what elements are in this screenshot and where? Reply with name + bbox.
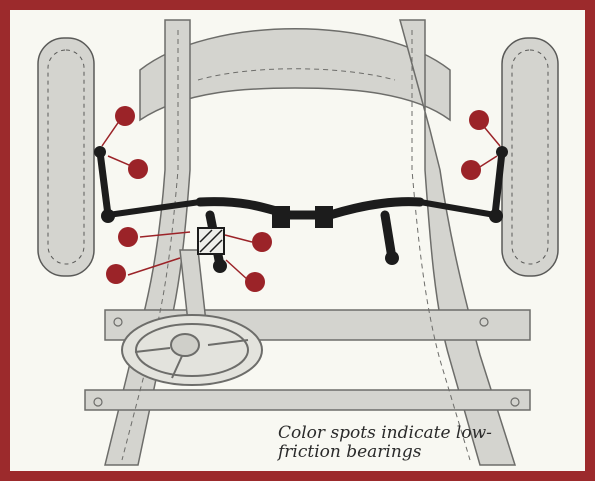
bearing-spot	[106, 264, 126, 284]
left-front-tire	[38, 38, 94, 276]
figure-caption: Color spots indicate low- friction beari…	[278, 424, 558, 462]
right-front-tire	[502, 38, 558, 276]
chassis-frame	[85, 20, 530, 465]
caption-line-1: Color spots indicate low-	[278, 424, 558, 443]
steering-gear-box	[198, 228, 224, 254]
bearing-spot	[245, 272, 265, 292]
bearing-spot	[461, 160, 481, 180]
bearing-spot	[252, 232, 272, 252]
bearing-spot	[128, 159, 148, 179]
diagram-panel: Color spots indicate low- friction beari…	[10, 10, 585, 471]
bearing-spot	[118, 227, 138, 247]
steering-wheel	[122, 315, 262, 385]
steering-diagram	[10, 10, 585, 471]
bearing-spot	[469, 110, 489, 130]
bearing-spot	[115, 106, 135, 126]
caption-line-2: friction bearings	[278, 443, 558, 462]
